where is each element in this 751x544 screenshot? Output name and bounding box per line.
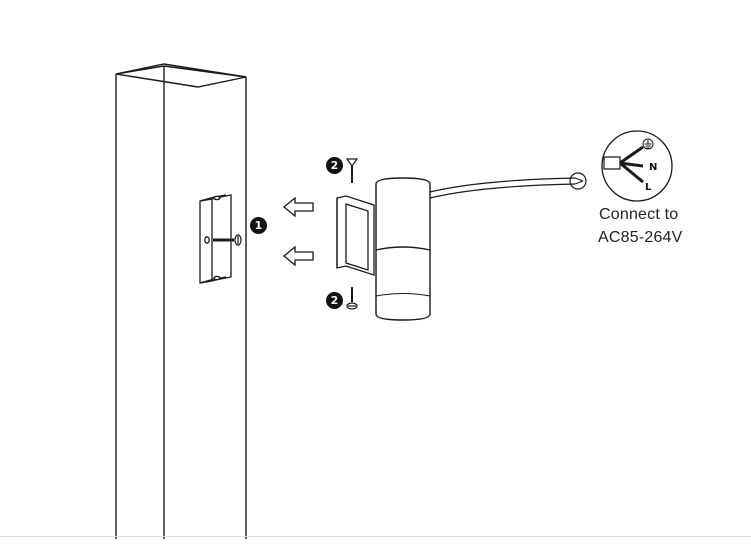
screw-icon (213, 234, 242, 246)
arrow-left-icon (282, 196, 314, 218)
power-cable (429, 172, 587, 199)
screw-icon (346, 287, 358, 310)
lamp-backplate (336, 195, 375, 276)
live-terminal-label: L (645, 182, 652, 193)
neutral-terminal-label: N (649, 162, 657, 173)
lamp-body (375, 177, 431, 321)
ground-icon (642, 138, 654, 150)
step-2-badge-top: 2 (326, 157, 343, 174)
step-2-badge-bottom: 2 (326, 292, 343, 309)
wall-post (115, 63, 247, 539)
voltage-caption: AC85-264V (598, 229, 683, 246)
divider (0, 536, 751, 537)
wiring-detail (601, 130, 673, 202)
connect-caption: Connect to (599, 206, 679, 223)
arrow-left-icon (282, 245, 314, 267)
step-1-badge: 1 (250, 217, 267, 234)
screw-icon (345, 158, 359, 183)
